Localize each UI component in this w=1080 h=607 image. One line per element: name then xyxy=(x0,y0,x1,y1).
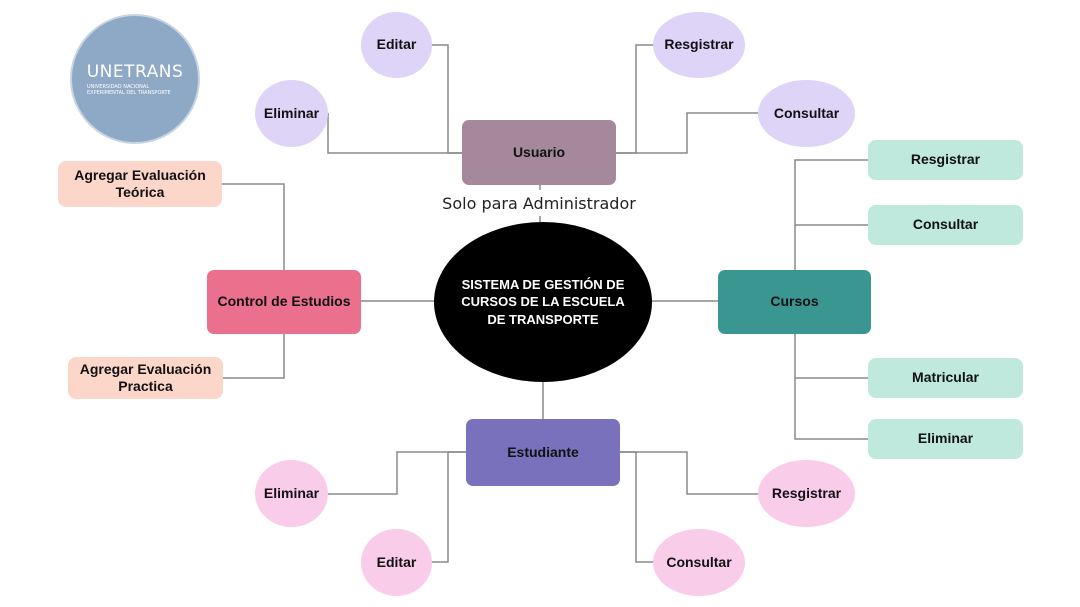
node-cursos-matricular: Matricular xyxy=(868,358,1023,398)
connector-estudiante-consultar xyxy=(620,451,655,563)
node-estudiante-registrar: Resgistrar xyxy=(758,460,855,527)
node-control-teorica: Agregar Evaluación Teórica xyxy=(58,161,222,207)
unetrans-logo: UNETRANS UNIVERSIDAD NACIONAL EXPERIMENT… xyxy=(70,14,200,144)
node-estudiante: Estudiante xyxy=(466,419,620,486)
node-usuario: Usuario xyxy=(462,120,616,185)
connector-control-practica xyxy=(222,334,285,379)
node-estudiante-consultar: Consultar xyxy=(653,529,745,596)
practica-line1: Agregar Evaluación xyxy=(79,360,212,377)
connector-usuario-registrar xyxy=(616,44,655,154)
connector-cursos-bottom xyxy=(794,334,868,440)
node-cursos-registrar: Resgistrar xyxy=(868,140,1023,180)
teorica-line2: Teórica xyxy=(115,184,165,200)
node-estudiante-editar: Editar xyxy=(361,529,432,596)
logo-subtitle: UNIVERSIDAD NACIONAL EXPERIMENTAL DEL TR… xyxy=(87,84,183,96)
logo-title: UNETRANS xyxy=(86,62,184,82)
connector-usuario-editar xyxy=(430,44,462,154)
node-usuario-registrar: Resgistrar xyxy=(653,12,745,78)
connector-estudiante-registrar xyxy=(620,451,758,495)
node-estudiante-eliminar: Eliminar xyxy=(255,460,328,527)
admin-note: Solo para Administrador xyxy=(442,194,636,213)
connector-control-teorica xyxy=(222,183,285,270)
node-cursos-eliminar: Eliminar xyxy=(868,419,1023,459)
connector-cursos-top xyxy=(794,159,868,270)
center-line1: SISTEMA DE GESTIÓN DE xyxy=(461,276,625,292)
connector-usuario-consultar xyxy=(616,112,758,154)
center-node-sistema: SISTEMA DE GESTIÓN DE CURSOS DE LA ESCUE… xyxy=(434,222,652,382)
teorica-line1: Agregar Evaluación xyxy=(74,166,206,183)
node-control-estudios: Control de Estudios xyxy=(207,270,361,334)
node-usuario-eliminar: Eliminar xyxy=(255,80,328,147)
node-cursos-consultar: Consultar xyxy=(868,205,1023,245)
connector-estudiante-editar xyxy=(430,451,466,563)
node-usuario-consultar: Consultar xyxy=(758,80,855,147)
center-line3: DE TRANSPORTE xyxy=(487,311,599,327)
node-control-practica: Agregar Evaluación Practica xyxy=(68,357,223,399)
logo-subtitle-line1: UNIVERSIDAD NACIONAL xyxy=(87,84,150,90)
center-line2: CURSOS DE LA ESCUELA xyxy=(461,294,625,310)
connector-usuario-eliminar xyxy=(327,113,462,154)
practica-line2: Practica xyxy=(118,378,173,394)
logo-subtitle-line2: EXPERIMENTAL DEL TRANSPORTE xyxy=(87,90,171,96)
node-usuario-editar: Editar xyxy=(361,12,432,78)
node-cursos: Cursos xyxy=(718,270,871,334)
connector-estudiante-eliminar xyxy=(328,451,466,495)
